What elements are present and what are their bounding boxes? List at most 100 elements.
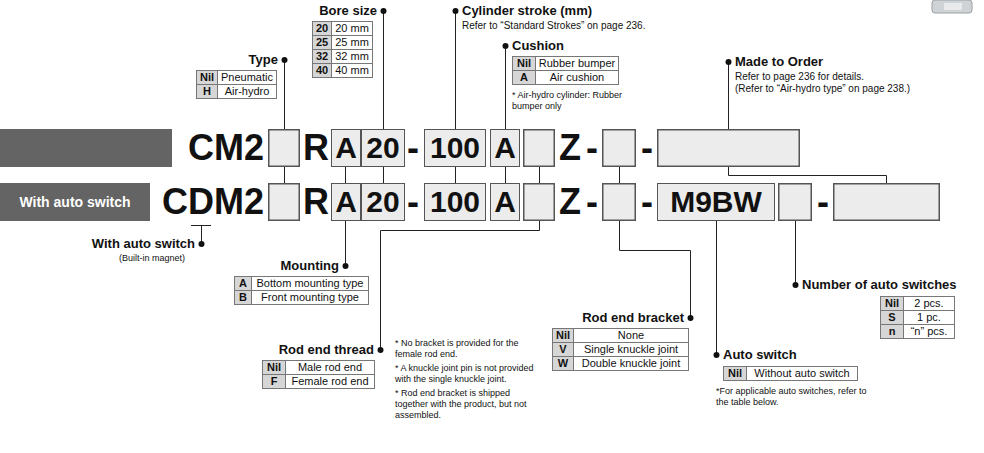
note-text: * Air-hydro cylinder: Rubber bumper only <box>512 90 652 112</box>
code-box: 20 <box>361 183 405 221</box>
leader-line <box>381 221 540 350</box>
leader-dot <box>343 263 349 269</box>
code-box: A <box>490 183 520 221</box>
option-code: Nil <box>512 56 536 71</box>
code-segment: - <box>586 129 598 167</box>
cylinder-highlight <box>944 3 962 10</box>
code-box <box>834 184 940 221</box>
code-value: 20 <box>366 131 399 165</box>
leader-dots <box>199 8 799 358</box>
code-box: A <box>331 183 361 221</box>
option-description: Female rod end <box>285 374 375 389</box>
code-segment: - <box>407 129 419 167</box>
leader-dot <box>199 241 205 247</box>
auto-switch-bar: With auto switch <box>0 183 150 221</box>
option-description: Air-hydro <box>217 84 277 99</box>
option-code: Nil <box>552 328 574 343</box>
option-code: H <box>196 84 218 99</box>
code-segment: Z <box>559 183 581 221</box>
leader-dot <box>282 57 288 63</box>
note-text: * Rod end bracket is shipped together wi… <box>395 388 545 421</box>
leader-line <box>795 221 796 285</box>
note-text: (Refer to “Air-hydro type” on page 238.) <box>735 83 925 95</box>
code-box <box>658 130 800 167</box>
code-box <box>524 130 555 167</box>
row-link <box>285 167 620 183</box>
code-box <box>269 184 300 221</box>
code-value: A <box>494 131 516 165</box>
cylinder-thumbnail <box>932 0 972 13</box>
field-heading: Number of auto switches <box>802 278 957 292</box>
row-link <box>729 167 887 183</box>
leader-line <box>345 221 346 266</box>
option-description: 1 pc. <box>903 310 955 325</box>
field-heading: Made to Order <box>735 55 823 69</box>
option-code: Nil <box>262 360 286 375</box>
leader-dot <box>688 315 694 321</box>
option-code: B <box>234 290 252 305</box>
option-code: V <box>552 342 574 357</box>
code-segment: - <box>641 183 653 221</box>
code-segment: - <box>817 183 829 221</box>
code-segment: R <box>303 183 329 221</box>
code-segment: Z <box>559 129 581 167</box>
code-value: With auto switch <box>19 194 130 210</box>
code-box: A <box>490 129 520 167</box>
option-code: Nil <box>723 366 747 381</box>
option-description: Double knuckle joint <box>573 356 689 371</box>
leader-dot <box>793 282 799 288</box>
field-heading: Bore size <box>319 4 377 18</box>
option-code: W <box>552 356 574 371</box>
code-segment: R <box>303 129 329 167</box>
code-box <box>269 130 300 167</box>
option-description: Rubber bumper <box>535 56 619 71</box>
code-value: A <box>335 185 357 219</box>
leader-line <box>716 221 717 355</box>
code-segment: CM2 <box>188 129 264 167</box>
leader-dot <box>726 59 732 65</box>
code-segment: - <box>641 129 653 167</box>
code-box: M9BW <box>657 183 775 221</box>
option-description: 2 pcs. <box>903 296 955 311</box>
note-text: Refer to page 236 for details. <box>735 71 955 83</box>
leader-dot <box>714 352 720 358</box>
option-description: Front mounting type <box>251 290 369 305</box>
field-heading: Rod end bracket <box>582 311 684 325</box>
option-description: 25 mm <box>331 35 373 50</box>
code-value: M9BW <box>670 185 762 219</box>
option-description: None <box>573 328 689 343</box>
note-text: *For applicable auto switches, refer to … <box>716 386 876 408</box>
series-bar <box>0 129 172 167</box>
option-code: A <box>512 70 536 85</box>
option-code: Nil <box>880 296 904 311</box>
option-code: F <box>262 374 286 389</box>
leader-line <box>620 221 691 318</box>
leader-line <box>383 11 384 129</box>
option-code: 32 <box>312 49 332 64</box>
option-description: Pneumatic <box>217 70 277 85</box>
field-heading: With auto switch <box>92 237 195 251</box>
field-heading: Cylinder stroke (mm) <box>462 4 592 18</box>
empty-code-boxes <box>269 130 940 221</box>
code-segment: - <box>586 183 598 221</box>
note-text: * No bracket is provided for the female … <box>395 338 545 360</box>
field-heading: Auto switch <box>723 348 797 362</box>
option-description: Air cushion <box>535 70 619 85</box>
option-code: 40 <box>312 63 332 78</box>
code-box <box>524 184 555 221</box>
code-box <box>779 184 812 221</box>
product-thumbnail <box>932 0 972 13</box>
note-text: Refer to “Standard Strokes” on page 236. <box>462 20 722 32</box>
leader-lines <box>191 11 887 355</box>
option-code: n <box>880 324 904 339</box>
option-code: 20 <box>312 21 332 36</box>
option-code: S <box>880 310 904 325</box>
code-box <box>603 130 636 167</box>
note-text: (Built-in magnet) <box>119 253 185 264</box>
option-description: Bottom mounting type <box>251 276 369 291</box>
field-heading: Mounting <box>281 259 339 273</box>
leader-dot <box>378 347 384 353</box>
leader-dot <box>453 8 459 14</box>
